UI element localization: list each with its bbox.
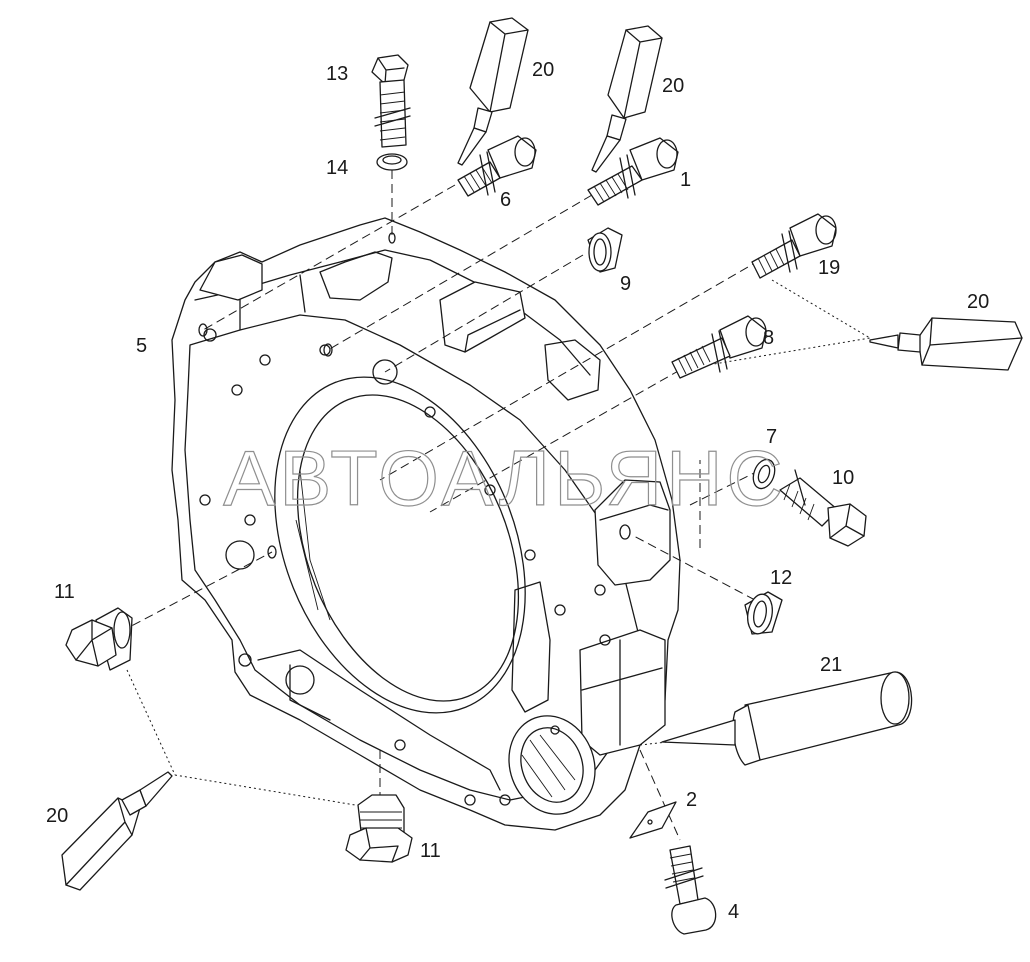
callout-8: 8 xyxy=(763,327,774,349)
part-19-bolt xyxy=(751,213,837,279)
callout-9: 9 xyxy=(620,273,631,295)
part-1-bolt xyxy=(587,137,679,206)
part-6-bolt xyxy=(457,135,537,197)
callout-14: 14 xyxy=(326,157,348,179)
callout-20-bottom: 20 xyxy=(46,805,68,827)
part-20-sealant-tube-top-right xyxy=(591,25,663,173)
callout-6: 6 xyxy=(500,189,511,211)
callout-20-top-left: 20 xyxy=(532,59,554,81)
callout-4: 4 xyxy=(728,901,739,923)
mounting-holes xyxy=(198,232,631,806)
part-8-bolt xyxy=(671,315,767,379)
callout-13: 13 xyxy=(326,63,348,85)
callout-21: 21 xyxy=(820,654,842,676)
callout-10: 10 xyxy=(832,467,854,489)
part-21-sealant-cartridge xyxy=(661,671,913,766)
part-10-bolt xyxy=(779,469,867,547)
watermark-text: АВТОАЛЬЯНС xyxy=(223,434,787,522)
part-12-bushing xyxy=(744,591,783,635)
callout-11-left: 11 xyxy=(54,581,75,603)
callout-7: 7 xyxy=(766,426,777,448)
part-11-plug-bottom xyxy=(345,794,413,863)
part-9-bushing xyxy=(587,227,623,273)
callout-2: 2 xyxy=(686,789,697,811)
part-4-bolt xyxy=(664,845,717,935)
part-13-bolt xyxy=(371,54,411,148)
callout-11-bottom: 11 xyxy=(420,840,441,862)
assembly-lines xyxy=(119,170,871,841)
callout-1: 1 xyxy=(680,169,691,191)
part-20-sealant-tube-top-left xyxy=(457,17,529,166)
flywheel-housing xyxy=(171,217,681,831)
part-20-sealant-tube-right xyxy=(869,317,1023,371)
callout-5: 5 xyxy=(136,335,147,357)
part-2-plate xyxy=(629,801,677,839)
callout-12: 12 xyxy=(770,567,792,589)
callout-labels: 13 14 20 20 6 1 19 20 9 5 8 7 10 12 11 2… xyxy=(46,59,989,923)
part-20-sealant-tube-bottom xyxy=(61,771,173,891)
callout-20-right: 20 xyxy=(967,291,989,313)
callout-19: 19 xyxy=(818,257,840,279)
part-11-plug-left xyxy=(65,607,133,671)
part-7-washer xyxy=(752,458,776,490)
callout-20-top-right: 20 xyxy=(662,75,684,97)
part-14-washer xyxy=(376,153,408,171)
